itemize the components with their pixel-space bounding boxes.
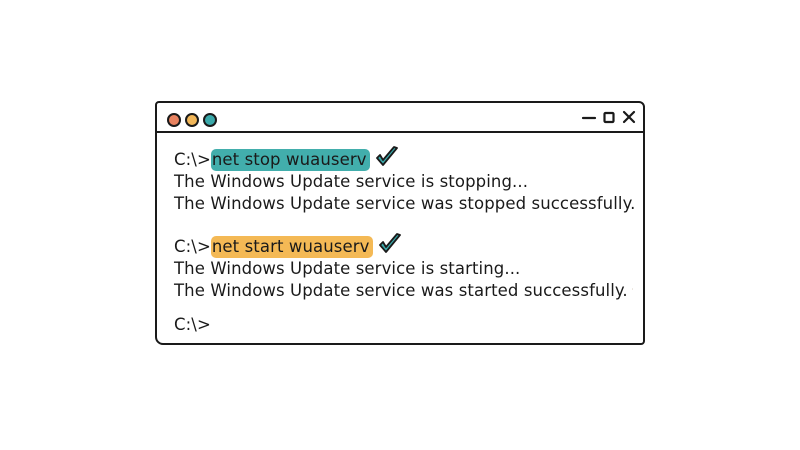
terminal-output[interactable]: C:\> net stop wuauserv The Windows Updat… bbox=[174, 146, 635, 336]
maximize-dot-button[interactable] bbox=[203, 113, 217, 127]
output-line: The Windows Update service is starting..… bbox=[174, 259, 521, 278]
close-icon[interactable] bbox=[621, 109, 637, 125]
final-prompt-line[interactable]: C:\> bbox=[174, 314, 633, 336]
command-line: C:\> net start wuauserv bbox=[174, 233, 633, 258]
title-bar bbox=[157, 103, 643, 133]
maximize-icon[interactable] bbox=[601, 109, 617, 125]
minimize-icon[interactable] bbox=[581, 109, 597, 125]
checkmark-icon bbox=[375, 146, 398, 166]
prompt: C:\> bbox=[174, 237, 211, 256]
output-line: The Windows Update service was stopped s… bbox=[174, 193, 635, 215]
prompt: C:\> bbox=[174, 150, 211, 169]
terminal-window: C:\> net stop wuauserv The Windows Updat… bbox=[155, 101, 645, 345]
command-line: C:\> net stop wuauserv bbox=[174, 146, 633, 171]
command-text: net stop wuauserv bbox=[210, 149, 370, 171]
minimize-dot-button[interactable] bbox=[185, 113, 199, 127]
prompt: C:\> bbox=[174, 315, 211, 334]
close-dot-button[interactable] bbox=[167, 113, 181, 127]
checkmark-icon bbox=[631, 288, 633, 290]
output-line: The Windows Update service is stopping..… bbox=[174, 172, 529, 191]
output-line: The Windows Update service was started s… bbox=[174, 280, 633, 302]
checkmark-icon bbox=[378, 233, 401, 253]
command-text: net start wuauserv bbox=[210, 236, 373, 258]
